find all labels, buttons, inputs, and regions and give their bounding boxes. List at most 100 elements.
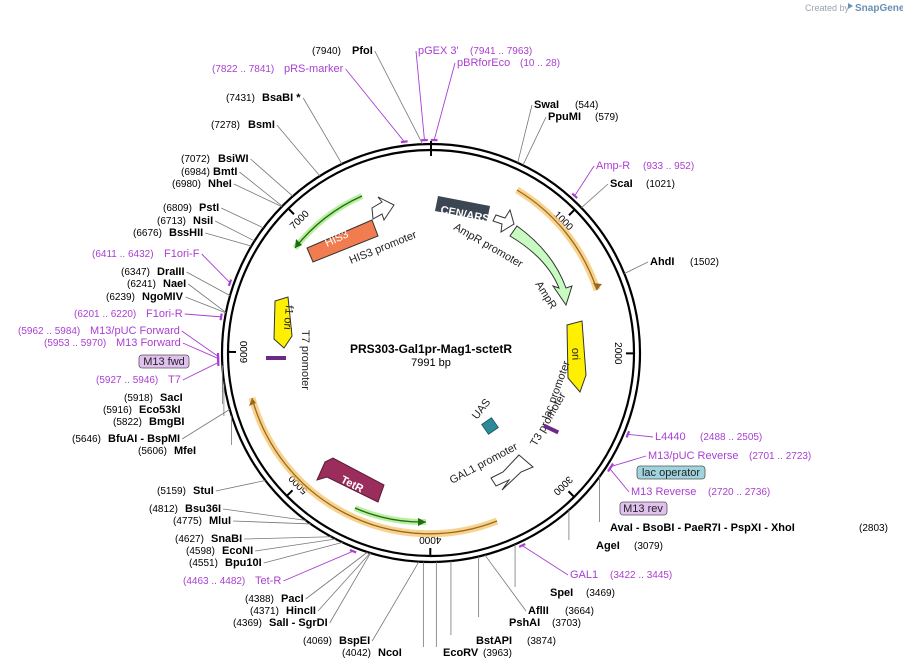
primer-binding-mark <box>227 279 233 287</box>
primer-name[interactable]: F1ori-F <box>164 248 200 260</box>
m13-fwd-box[interactable] <box>138 354 190 369</box>
cut-site-name[interactable]: BspEI <box>339 635 370 647</box>
his3-promoter-arrow[interactable] <box>371 196 395 222</box>
cut-site-pos: (6241) <box>127 279 156 290</box>
primer-name[interactable]: Amp-R <box>596 160 630 172</box>
cut-site-leader <box>484 554 527 612</box>
cut-site-name[interactable]: BssHII <box>169 227 203 239</box>
lac-operator-box[interactable] <box>636 465 706 480</box>
cut-site-pos: (5606) <box>138 446 167 457</box>
cut-site-name[interactable]: AvaI - BsoBI - PaeR7I - PspXI - XhoI <box>610 522 795 534</box>
cut-site-name[interactable]: Bsu36I <box>185 503 221 515</box>
cut-site-name[interactable]: SnaBI <box>211 533 242 545</box>
primer-pos: (6411 .. 6432) <box>92 249 154 260</box>
cut-site-name[interactable]: PshAI <box>509 617 540 629</box>
gal1-promoter-arrow[interactable] <box>490 454 534 491</box>
cut-site-name[interactable]: SwaI <box>534 99 559 111</box>
uas-label: UAS <box>470 397 493 422</box>
tetr-feature[interactable] <box>316 457 385 503</box>
cut-site-name[interactable]: BmgBI <box>149 416 184 428</box>
cut-site-name[interactable]: NgoMIV <box>142 291 184 303</box>
his3-feature[interactable] <box>306 219 379 263</box>
cut-site-pos: (544) <box>575 100 598 111</box>
cen-ars-feature[interactable] <box>435 196 490 221</box>
cut-site-pos: (1021) <box>646 179 675 190</box>
cut-site-pos: (6347) <box>121 267 150 278</box>
primer-name[interactable]: T7 <box>168 374 181 386</box>
cut-site-name[interactable]: BstAPI <box>476 635 512 647</box>
cut-site-pos: (4371) <box>250 606 279 617</box>
green-arrowhead-tetr <box>418 518 426 526</box>
cut-site-name[interactable]: PstI <box>199 202 219 214</box>
cut-site-name[interactable]: AgeI <box>596 540 620 552</box>
m13-rev-box[interactable] <box>619 501 668 516</box>
primer-name[interactable]: M13 Forward <box>116 337 181 349</box>
cut-site-leader <box>185 296 227 314</box>
cut-site-name[interactable]: NcoI <box>378 647 402 659</box>
primer-name[interactable]: L4440 <box>655 431 686 443</box>
cut-site-pos: (6713) <box>157 216 186 227</box>
cut-site-name[interactable]: NheI <box>208 178 232 190</box>
cut-site-name[interactable]: PacI <box>281 593 304 605</box>
primer-leader <box>609 468 630 493</box>
cut-site-name[interactable]: PfoI <box>352 45 373 57</box>
cut-site-name[interactable]: DraIII <box>157 266 185 278</box>
cut-site-name[interactable]: BmtI <box>213 166 237 178</box>
cut-site-name[interactable]: SpeI <box>550 587 573 599</box>
cut-site-name[interactable]: AflII <box>528 605 549 617</box>
cut-site-name[interactable]: EcoRV <box>443 647 479 659</box>
primer-name[interactable]: Tet-R <box>255 575 281 587</box>
cut-site-name[interactable]: HincII <box>286 605 316 617</box>
cut-site-name[interactable]: StuI <box>193 485 214 497</box>
f1-ori-feature[interactable] <box>273 296 293 349</box>
cut-site-name[interactable]: MfeI <box>174 445 196 457</box>
label-leader-lines <box>181 50 654 647</box>
primer-name[interactable]: pBRforEco <box>457 57 510 69</box>
uas-feature[interactable] <box>481 417 499 435</box>
ori-feature[interactable] <box>566 320 587 393</box>
primer-name[interactable]: pGEX 3' <box>418 45 459 57</box>
cut-site-pos: (6980) <box>172 179 201 190</box>
cut-site-name[interactable]: BsiWI <box>218 153 249 165</box>
cut-site-leader <box>263 541 343 564</box>
primer-leader <box>181 330 219 357</box>
map-title: PRS303-Gal1pr-Mag1-sctetR <box>350 342 512 356</box>
primer-name[interactable]: pRS-marker <box>284 63 344 75</box>
cut-site-name[interactable]: SacI <box>160 392 183 404</box>
cut-site-name[interactable]: SalI - SgrDI <box>269 617 328 629</box>
primer-name[interactable]: M13/pUC Reverse <box>648 450 738 462</box>
cut-site-name[interactable]: EcoNI <box>222 545 253 557</box>
cut-site-name[interactable]: BsaBI * <box>262 92 301 104</box>
cut-site-pos: (3469) <box>586 588 615 599</box>
primer-pos: (5927 .. 5946) <box>96 375 158 386</box>
cut-site-name[interactable]: MluI <box>209 515 231 527</box>
primer-pos: (933 .. 952) <box>643 161 694 172</box>
cut-site-pos: (7940) <box>312 46 341 57</box>
primer-labels: pGEX 3' (7941 .. 7963) pBRforEco (10 .. … <box>18 45 811 587</box>
cut-site-name[interactable]: NaeI <box>163 278 186 290</box>
primer-name[interactable]: M13 Reverse <box>631 486 696 498</box>
cut-site-name[interactable]: Eco53kI <box>139 404 181 416</box>
cut-site-name[interactable]: ScaI <box>610 178 633 190</box>
cut-site-name[interactable]: PpuMI <box>548 111 581 123</box>
ampr-promoter-arrow[interactable] <box>492 208 515 233</box>
credit-prefix: Created by <box>805 3 850 13</box>
cut-site-name[interactable]: BsmI <box>248 119 275 131</box>
primer-name[interactable]: GAL1 <box>570 569 598 581</box>
tick-label: 4000 <box>419 534 442 545</box>
cut-site-leader <box>239 171 283 207</box>
cut-site-name[interactable]: BfuAI - BspMI <box>108 433 180 445</box>
primer-name[interactable]: F1ori-R <box>146 308 183 320</box>
primer-name[interactable]: M13/pUC Forward <box>90 325 180 337</box>
cut-site-pos: (2803) <box>859 523 888 534</box>
cut-site-name[interactable]: Bpu10I <box>225 557 262 569</box>
primer-leader <box>184 313 222 318</box>
ampr-strand-arrowhead <box>593 283 602 290</box>
primer-leader <box>574 165 595 197</box>
cut-site-name[interactable]: NsiI <box>193 215 213 227</box>
primer-binding-mark <box>349 548 357 554</box>
ampr-feature[interactable] <box>509 225 573 307</box>
cut-site-pos: (4598) <box>186 546 215 557</box>
cut-site-name[interactable]: AhdI <box>650 256 674 268</box>
